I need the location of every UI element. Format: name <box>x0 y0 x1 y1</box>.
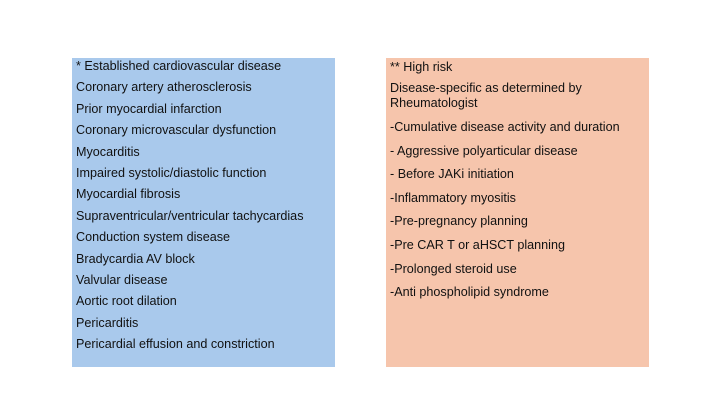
established-cvd-title: * Established cardiovascular disease <box>76 59 282 73</box>
high-risk-panel: ** High risk Disease-specific as determi… <box>386 58 649 367</box>
high-risk-item: -Anti phospholipid syndrome <box>390 285 549 300</box>
established-cvd-item: Prior myocardial infarction <box>76 101 222 116</box>
established-cvd-panel: * Established cardiovascular disease Cor… <box>72 58 335 367</box>
established-cvd-item: Valvular disease <box>76 272 168 287</box>
established-cvd-item: Coronary artery atherosclerosis <box>76 80 252 95</box>
established-cvd-item: Pericarditis <box>76 315 139 330</box>
established-cvd-item: Conduction system disease <box>76 230 231 245</box>
established-cvd-item: Myocarditis <box>76 144 140 159</box>
established-cvd-item: Bradycardia AV block <box>76 251 195 266</box>
high-risk-title: ** High risk <box>390 60 453 74</box>
high-risk-subtitle: Disease-specific as determined by Rheuma… <box>390 81 582 110</box>
established-cvd-item: Aortic root dilation <box>76 294 177 309</box>
high-risk-item: -Cumulative disease activity and duratio… <box>390 120 620 134</box>
high-risk-item: -Inflammatory myositis <box>390 190 516 205</box>
established-cvd-item: Coronary microvascular dysfunction <box>76 123 277 138</box>
high-risk-item: -Pre-pregnancy planning <box>390 214 528 229</box>
established-cvd-item: Pericardial effusion and constriction <box>76 337 275 352</box>
high-risk-item: - Aggressive polyarticular disease <box>390 143 578 158</box>
established-cvd-item: Impaired systolic/diastolic function <box>76 165 267 180</box>
high-risk-item: -Prolonged steroid use <box>390 261 517 276</box>
high-risk-item: - Before JAKi initiation <box>390 167 514 182</box>
high-risk-item: -Pre CAR T or aHSCT planning <box>390 237 565 252</box>
established-cvd-item: Supraventricular/ventricular tachycardia… <box>76 208 304 223</box>
established-cvd-item: Myocardial fibrosis <box>76 187 181 202</box>
